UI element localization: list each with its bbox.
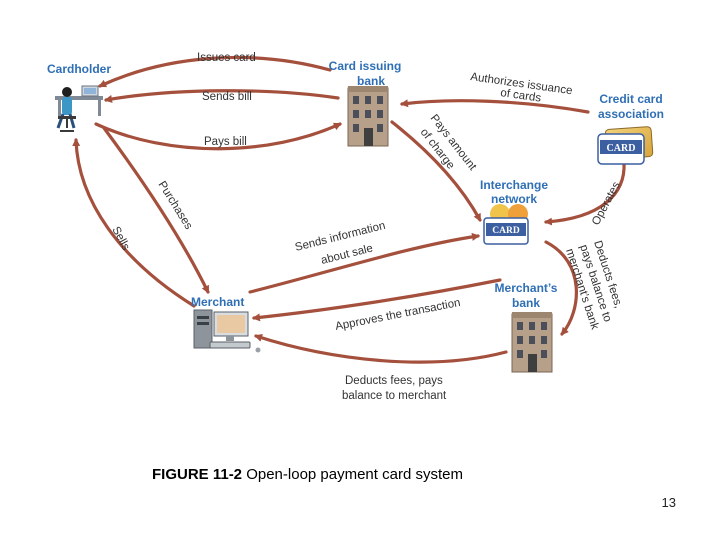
edge-sells-label: Sells	[109, 225, 131, 253]
edge-approves-label: Approves the transaction	[334, 297, 461, 333]
arrow-operates	[544, 160, 626, 226]
arrow-sends-bill	[104, 89, 340, 103]
association-card-text: CARD	[607, 143, 636, 154]
arrow-sells	[72, 138, 196, 308]
merchant-pos-icon	[193, 309, 261, 353]
figure-number: FIGURE 11-2	[152, 466, 243, 483]
credit-card-association-icon: CARD	[597, 126, 654, 165]
node-interchange-network-label-line2: network	[491, 192, 537, 206]
figure-caption: FIGURE 11-2 Open-loop payment card syste…	[152, 466, 463, 483]
node-credit-card-association-label-line2: association	[598, 107, 664, 121]
card-issuing-bank-building-icon	[347, 86, 389, 147]
node-credit-card-association-label-line1: Credit card	[599, 92, 662, 106]
edge-issues-card-label: Issues card	[197, 52, 256, 64]
interchange-card-text: CARD	[492, 226, 520, 236]
arrow-approves	[252, 278, 502, 322]
page-number: 13	[661, 495, 676, 510]
arrow-issues-card	[98, 55, 332, 88]
arrow-pays-bill	[94, 122, 342, 151]
arrow-pays-amount	[390, 120, 482, 222]
merchants-bank-building-icon	[511, 312, 553, 373]
edge-deducts-merchant-label-line1: Deducts fees, pays	[345, 375, 443, 387]
edge-pays-bill-label: Pays bill	[204, 136, 247, 148]
node-merchants-bank-label-line1: Merchant’s	[495, 281, 558, 295]
node-interchange-network-label-line1: Interchange	[480, 178, 548, 192]
arrow-sends-info	[248, 232, 480, 294]
edge-deducts-merchant-label-line2: balance to merchant	[342, 390, 447, 402]
edge-operates-label: Operates	[590, 180, 623, 228]
interchange-network-icon: CARD	[483, 204, 529, 245]
node-cardholder-label: Cardholder	[47, 62, 111, 76]
node-card-issuing-bank-label-line2: bank	[357, 74, 385, 88]
edge-sends-bill-label: Sends bill	[202, 91, 252, 103]
cardholder-icon	[55, 85, 103, 132]
edge-purchases-label: Purchases	[155, 179, 194, 232]
edge-authorizes-label-line2: of cards	[500, 87, 542, 105]
arrow-deducts-to-merchant	[254, 334, 508, 364]
node-merchants-bank-label-line2: bank	[512, 296, 540, 310]
arrow-deducts-to-merchants-bank	[544, 240, 578, 336]
arrow-authorizes	[400, 99, 590, 114]
node-merchant-label: Merchant	[191, 295, 244, 309]
figure-title: Open-loop payment card system	[242, 466, 463, 483]
arrow-purchases	[102, 126, 210, 294]
node-card-issuing-bank-label-line1: Card issuing	[329, 59, 402, 73]
